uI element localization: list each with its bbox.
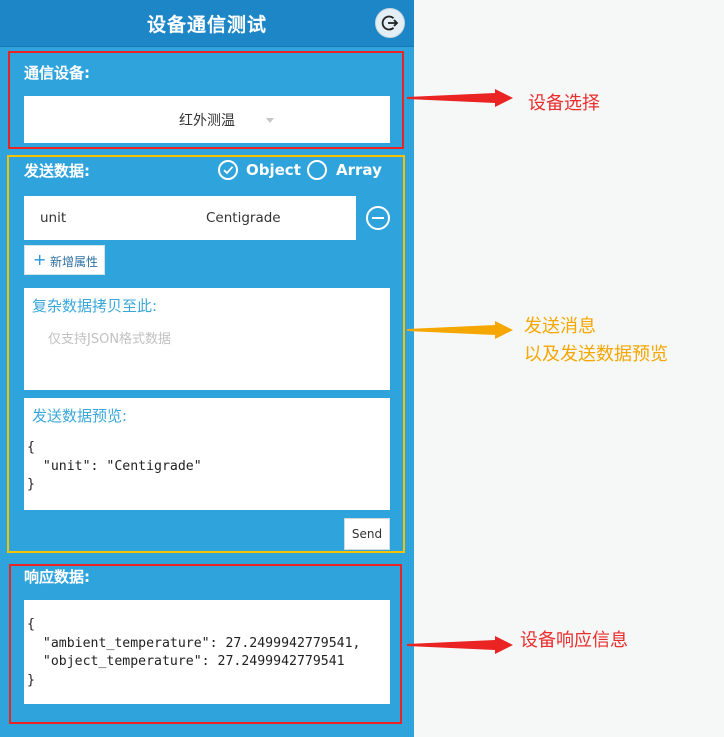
response-box: { "ambient_temperature": 27.249994277954…: [24, 600, 390, 704]
arrow-icon: [407, 636, 513, 654]
logout-icon: [381, 15, 399, 31]
annotation-send-line1: 发送消息: [524, 316, 596, 337]
property-value-input[interactable]: Centigrade: [206, 210, 281, 226]
object-radio[interactable]: [218, 160, 238, 180]
response-json: { "ambient_temperature": 27.249994277954…: [27, 617, 361, 688]
add-property-label: 新增属性: [50, 255, 99, 269]
device-test-panel: 设备通信测试 通信设备: 红外测温 发送数据: Object Array uni…: [0, 0, 414, 737]
response-section-label: 响应数据:: [24, 568, 90, 586]
remove-property-button[interactable]: [366, 206, 390, 230]
arrow-icon: [407, 321, 513, 339]
response-highlight-frame: [9, 564, 402, 724]
annotation-send-line2: 以及发送数据预览: [524, 344, 668, 365]
device-select[interactable]: 红外测温: [24, 96, 390, 143]
paste-area-placeholder: 仅支持JSON格式数据: [48, 332, 172, 347]
preview-json: { "unit": "Centigrade" }: [27, 440, 202, 492]
annotation-device: 设备选择: [528, 93, 600, 114]
preview-title: 发送数据预览:: [32, 407, 128, 425]
annotation-response: 设备响应信息: [520, 630, 628, 651]
array-radio-label: Array: [336, 161, 382, 179]
array-radio[interactable]: [307, 160, 327, 180]
object-radio-label: Object: [246, 161, 301, 179]
json-paste-area[interactable]: 复杂数据拷贝至此: 仅支持JSON格式数据: [24, 288, 390, 390]
send-highlight-frame: [7, 155, 405, 553]
logout-button[interactable]: [375, 8, 405, 38]
check-icon: [223, 166, 234, 175]
plus-icon: +: [33, 250, 47, 269]
property-row: unit Centigrade: [24, 196, 356, 240]
page-title: 设备通信测试: [146, 14, 267, 36]
device-select-value: 红外测温: [179, 113, 235, 129]
send-section-label: 发送数据:: [24, 162, 90, 180]
device-highlight-frame: [8, 51, 404, 149]
arrow-icon: [407, 89, 513, 107]
device-section-label: 通信设备:: [24, 64, 90, 82]
title-bar: 设备通信测试: [0, 0, 414, 47]
property-key-input[interactable]: unit: [40, 210, 67, 226]
add-property-button[interactable]: + 新增属性: [24, 245, 105, 275]
paste-area-title: 复杂数据拷贝至此:: [32, 297, 158, 315]
send-button[interactable]: Send: [344, 518, 390, 550]
send-preview-box: 发送数据预览: { "unit": "Centigrade" }: [24, 398, 390, 510]
chevron-down-icon: [266, 118, 274, 123]
